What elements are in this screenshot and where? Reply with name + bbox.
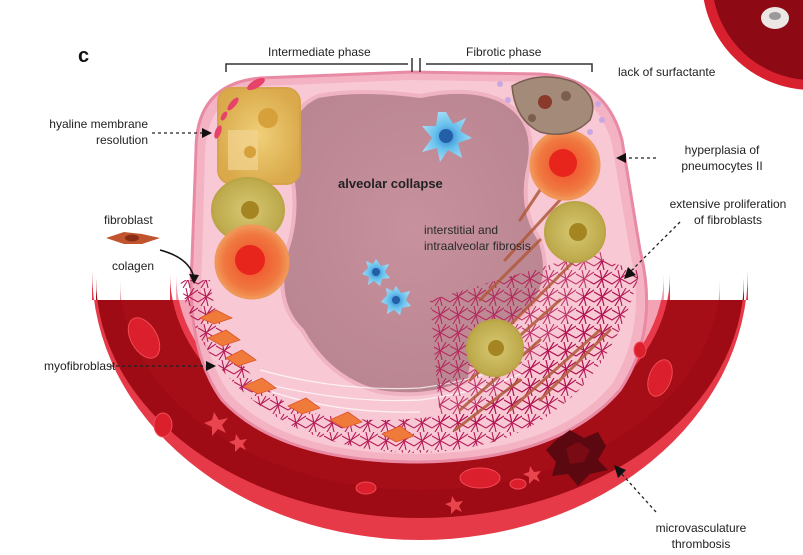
hyaline-label-line2: resolution (40, 132, 148, 148)
colagen-label: colagen (112, 258, 154, 274)
phase-intermediate: Intermediate phase (268, 44, 371, 60)
micro-label-line2: thrombosis (636, 536, 766, 552)
extensive-label-line2: of fibroblasts (658, 212, 798, 228)
microvasculature-label: microvasculature thrombosis (636, 520, 766, 552)
hyaline-label-line1: hyaline membrane (40, 116, 148, 132)
hyaline-label: hyaline membrane resolution (40, 116, 148, 148)
corner-vessel (702, 0, 803, 90)
fibroblast-cell (106, 232, 160, 244)
hyperplasia-label: hyperplasia of pneumocytes II (662, 142, 782, 174)
interstitial-label-line2: intraalveolar fibrosis (424, 238, 531, 254)
hyperplasia-label-line2: pneumocytes II (662, 158, 782, 174)
fibroblast-label: fibroblast (104, 212, 153, 228)
panel-letter: c (78, 48, 89, 64)
extensive-label-line1: extensive proliferation (658, 196, 798, 212)
hyperplasia-left (216, 226, 288, 298)
interstitial-label: interstitial and intraalveolar fibrosis (424, 222, 531, 254)
interstitial-label-line1: interstitial and (424, 222, 531, 238)
myofibroblast-label: myofibroblast (44, 358, 115, 374)
surfactante-label: lack of surfactante (618, 64, 715, 80)
micro-label-line1: microvasculature (636, 520, 766, 536)
extensive-label: extensive proliferation of fibroblasts (658, 196, 798, 228)
phase-fibrotic: Fibrotic phase (466, 44, 541, 60)
hyperplasia-label-line1: hyperplasia of (662, 142, 782, 158)
alveolar-collapse-label: alveolar collapse (338, 176, 443, 192)
phase-bracket (226, 58, 592, 72)
